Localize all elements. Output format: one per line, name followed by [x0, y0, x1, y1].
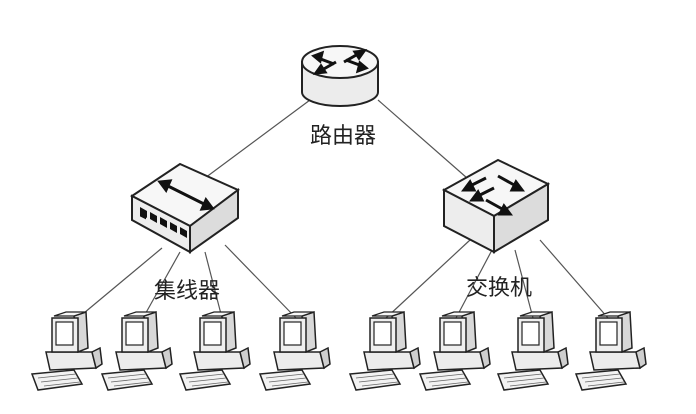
link-hub-pc-4 — [224, 244, 297, 319]
switch-icon — [441, 158, 551, 254]
router-label: 路由器 — [310, 124, 376, 149]
hub-computers — [31, 311, 331, 391]
computer-icon — [101, 311, 173, 391]
hub-icon — [130, 162, 240, 254]
switch-label: 交换机 — [466, 276, 532, 301]
link-switch-pc-1 — [385, 239, 471, 319]
computer-icon — [179, 311, 251, 391]
computer-icon — [349, 311, 421, 391]
hub-label: 集线器 — [154, 279, 220, 304]
computer-icon — [259, 311, 331, 391]
link-hub-pc-3 — [204, 251, 223, 319]
computer-icon — [575, 311, 647, 391]
computer-icon — [31, 311, 103, 391]
computer-icon — [497, 311, 569, 391]
link-hub-pc-2 — [142, 251, 181, 319]
link-router-switch — [377, 99, 476, 186]
link-switch-pc-3 — [514, 249, 534, 319]
router-icon — [301, 45, 379, 107]
link-switch-pc-2 — [455, 249, 493, 319]
link-switch-pc-4 — [539, 239, 609, 319]
connections — [77, 99, 609, 319]
switch-computers — [349, 311, 647, 391]
link-hub-pc-1 — [77, 247, 163, 319]
link-router-hub — [204, 99, 311, 179]
computer-icon — [419, 311, 491, 391]
